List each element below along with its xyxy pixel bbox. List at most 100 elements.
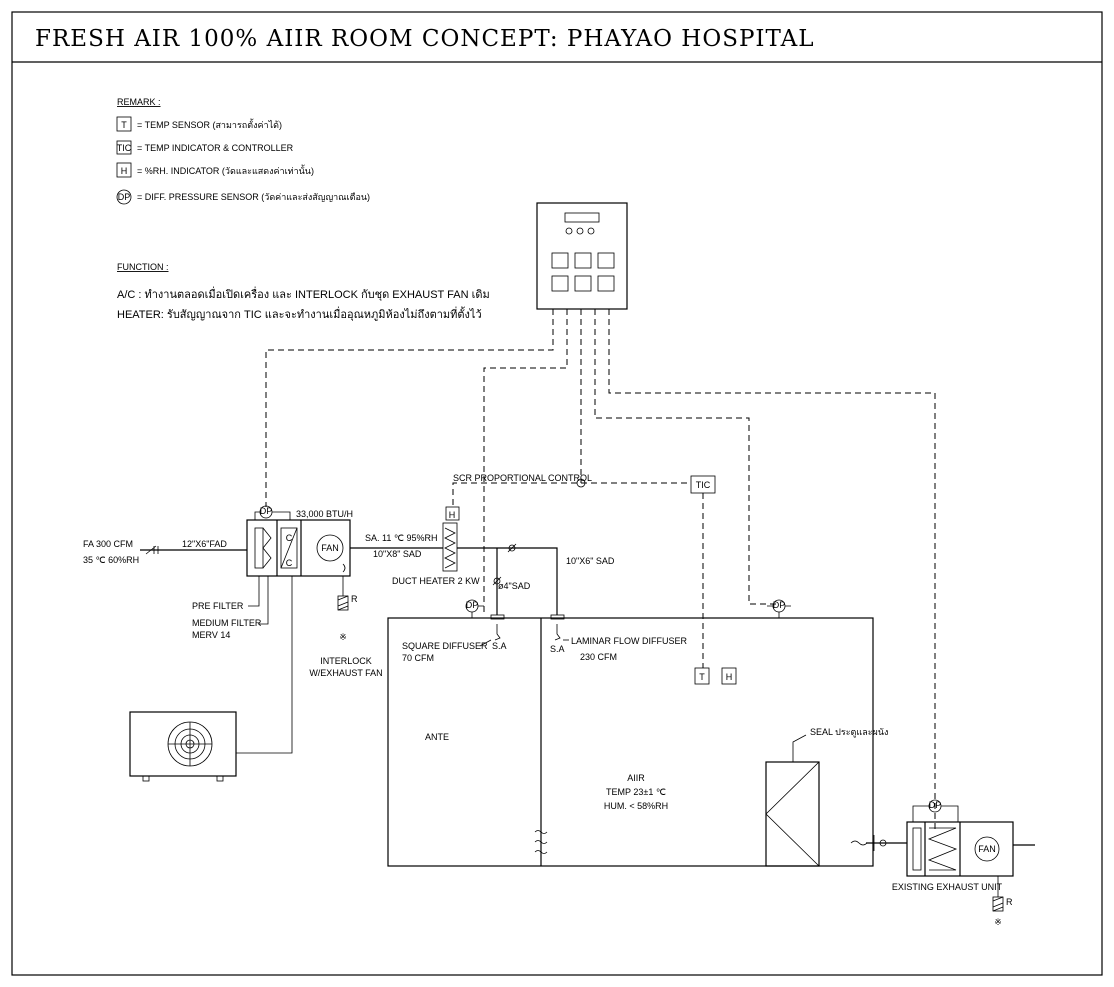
main-branch-duct — [457, 547, 558, 615]
ahu-fan-icon — [316, 534, 344, 562]
square-diffuser-label-2: 70 CFM — [402, 653, 434, 663]
condensing-unit — [129, 576, 293, 782]
unit-foot-left — [142, 775, 150, 782]
exhaust-pre-filter — [912, 827, 922, 871]
seal-label: SEAL ประตูและผนัง — [810, 727, 888, 738]
sa-label-aiir: S.A — [550, 644, 565, 654]
room-h-sensor-label: H — [726, 672, 733, 682]
fa-cfm-label: FA 300 CFM — [83, 539, 133, 549]
sa-label-ante: S.A — [492, 641, 507, 651]
interlock-label-1: INTERLOCK — [320, 656, 372, 666]
control-wiring — [265, 309, 936, 830]
asterisk-2: ※ — [994, 917, 1002, 927]
room-h-sensor-box — [721, 667, 737, 685]
legend-symbol-t — [116, 116, 132, 132]
exhaust-relay-hatch — [992, 896, 1004, 912]
cooling-coil — [280, 527, 298, 569]
existing-exhaust-label: EXISTING EXHAUST UNIT — [892, 882, 1003, 892]
exhaust-fan-icon — [974, 836, 1000, 862]
control-panel — [536, 202, 628, 310]
function-heading: FUNCTION : — [117, 262, 169, 272]
ahu-fan-label: FAN — [321, 543, 339, 553]
aiir-dp-tubes — [767, 605, 791, 618]
remark-heading: REMARK : — [117, 97, 161, 107]
exhaust-dp-label: DP — [929, 800, 942, 810]
aiir-temp-label: TEMP 23±1 ℃ — [606, 787, 666, 797]
ahu-drain — [342, 563, 346, 573]
control-panel-box — [536, 202, 628, 310]
drawing-border — [11, 11, 1103, 976]
sad1-label: 10"X8" SAD — [373, 549, 422, 559]
legend-symbol-dp — [116, 189, 132, 205]
ante-label: ANTE — [425, 732, 449, 742]
btu-label: 33,000 BTU/H — [296, 509, 353, 519]
legend-symbol-tic-text: TIC — [117, 143, 132, 153]
aiir-dp-label: DP — [773, 600, 786, 610]
exhaust-relay-r-label: R — [1006, 897, 1013, 907]
duct-heater — [442, 522, 458, 572]
room-outline — [387, 617, 874, 867]
function-ac: A/C : ทำงานตลอดเมื่อเปิดเครื่อง และ INTE… — [117, 286, 490, 301]
fa-cond-label: 35 ℃ 60%RH — [83, 555, 139, 565]
door — [765, 761, 820, 867]
panel-button-5 — [574, 275, 592, 292]
legend-symbol-tic — [116, 140, 132, 155]
exhaust-fan-label: FAN — [978, 844, 996, 854]
panel-button-4 — [551, 275, 569, 292]
transfer-grille — [534, 830, 548, 854]
condensing-unit-box — [129, 711, 237, 777]
h-sensor-label: H — [449, 510, 456, 520]
exhaust-dp-tubes — [912, 805, 959, 822]
relay-hatch — [337, 595, 349, 611]
wire-exhaust — [608, 309, 936, 830]
damper-1-ring — [493, 577, 501, 585]
medium-filter-leader — [258, 576, 269, 625]
sa-arrow-2 — [554, 624, 561, 641]
duct-heater-label: DUCT HEATER 2 KW — [392, 576, 480, 586]
laminar-diffuser — [550, 614, 565, 620]
pre-filter-leader — [248, 576, 260, 607]
square-diffuser — [490, 614, 505, 620]
asterisk-1: ※ — [339, 632, 347, 642]
aiir-label: AIIR — [627, 773, 645, 783]
legend-text-t: = TEMP SENSOR (สามารถตั้งค่าได้) — [137, 118, 282, 130]
legend-symbol-dp-text: DP — [118, 192, 131, 202]
refrigerant-line — [236, 576, 293, 754]
sa-label: SA. 11 ℃ 95%RH — [365, 533, 437, 543]
t-sensor-label: T — [699, 672, 705, 682]
exhaust-grille — [850, 840, 868, 846]
existing-exhaust-unit: FAN — [906, 821, 1035, 877]
aiir-hum-label: HUM. < 58%RH — [604, 801, 668, 811]
exhaust-filter — [927, 827, 958, 871]
pre-filter — [254, 527, 264, 569]
legend-symbol-h-text: H — [121, 166, 128, 176]
sad3-label: ø4"SAD — [498, 581, 531, 591]
remark-legend: REMARK : T = TEMP SENSOR (สามารถตั้งค่าไ… — [116, 97, 370, 205]
indicator-light-3 — [587, 227, 595, 235]
junction-symbol — [576, 478, 586, 488]
unit-foot-right — [216, 775, 224, 782]
ahu-unit: C C FAN — [246, 519, 351, 577]
function-notes: FUNCTION : A/C : ทำงานตลอดเมื่อเปิดเครื่… — [117, 262, 490, 321]
control-panel-display — [564, 212, 600, 223]
wire-aiir-dp — [594, 309, 779, 605]
legend-symbol-h — [116, 162, 132, 178]
coil-label-2: C — [286, 558, 293, 568]
damper-2 — [507, 543, 517, 553]
indicator-light-2 — [576, 227, 584, 235]
panel-button-3 — [597, 252, 615, 269]
wire-ahu-dp — [265, 309, 554, 507]
wire-ante-dp — [483, 309, 568, 612]
heater-coil-icon — [444, 527, 456, 569]
ante-dp-tubes — [471, 605, 484, 618]
exhaust-damper-ring — [879, 839, 887, 847]
laminar-diffuser-label-2: 230 CFM — [580, 652, 617, 662]
pre-filter-label: PRE FILTER — [192, 601, 244, 611]
seal-leader — [792, 734, 807, 762]
wire-scr-heater — [452, 482, 691, 505]
tic-box — [690, 475, 716, 494]
medium-filter — [262, 527, 272, 569]
interlock-relay — [337, 595, 349, 611]
legend-text-tic: = TEMP INDICATOR & CONTROLLER — [137, 143, 294, 153]
